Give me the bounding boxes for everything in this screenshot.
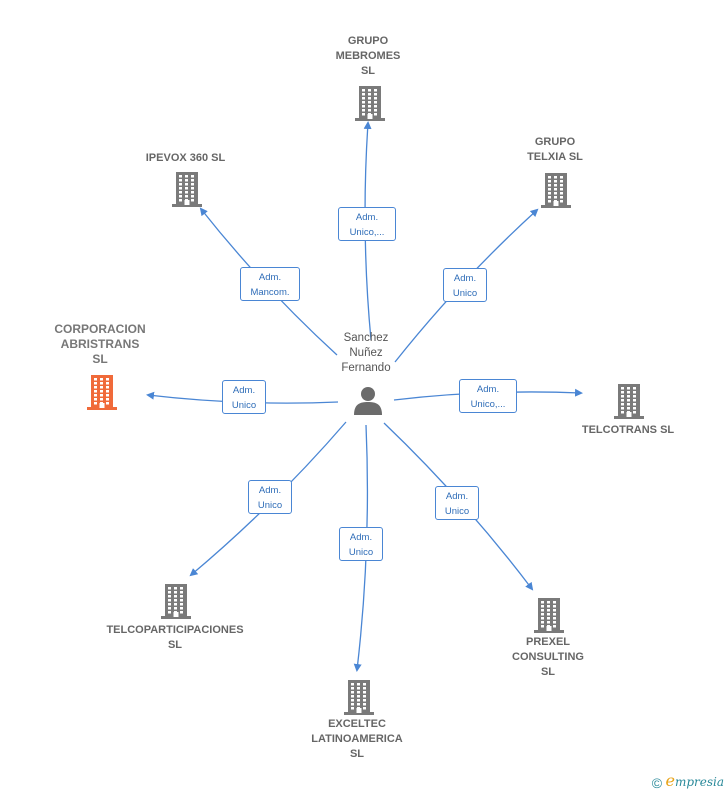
brand-logo-text: mpresia: [674, 775, 724, 790]
copyright-icon: ©: [651, 775, 663, 791]
building-icon[interactable]: [540, 172, 572, 213]
company-label-ipevox-360[interactable]: IPEVOX 360 SL: [145, 152, 226, 164]
building-icon[interactable]: [86, 374, 118, 415]
role-badge-grupo-mebromes[interactable]: Adm.Unico,...: [338, 207, 396, 241]
role-badge-ipevox-360[interactable]: Adm.Mancom.: [240, 267, 300, 301]
role-badge-telcoparticipaciones[interactable]: Adm.Unico: [248, 480, 292, 514]
brand-footer: © empresia: [652, 771, 724, 791]
role-badge-corporacion-abristrans[interactable]: Adm.Unico: [222, 380, 266, 414]
building-icon[interactable]: [533, 597, 565, 638]
role-badge-prexel-consulting[interactable]: Adm.Unico: [435, 486, 479, 520]
building-icon[interactable]: [171, 171, 203, 212]
building-icon[interactable]: [160, 583, 192, 624]
person-icon[interactable]: [352, 385, 384, 415]
role-badge-telcotrans[interactable]: Adm.Unico,...: [459, 379, 517, 413]
building-icon[interactable]: [343, 679, 375, 720]
building-icon[interactable]: [613, 383, 645, 424]
company-label-telcotrans[interactable]: TELCOTRANS SL: [581, 424, 675, 436]
building-icon[interactable]: [354, 85, 386, 126]
brand-logo-initial: e: [665, 771, 675, 791]
role-badge-exceltec-latinoamerica[interactable]: Adm.Unico: [339, 527, 383, 561]
role-badge-grupo-telxia[interactable]: Adm.Unico: [443, 268, 487, 302]
